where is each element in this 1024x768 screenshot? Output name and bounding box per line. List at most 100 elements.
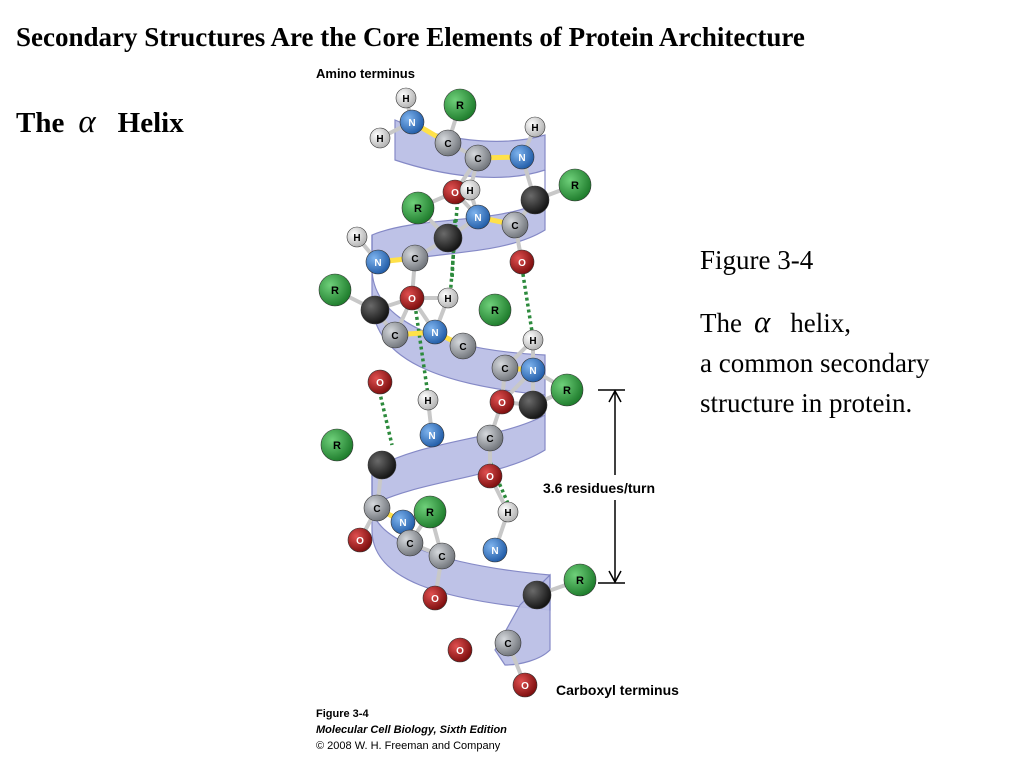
atom-label: N xyxy=(399,518,406,529)
nitrogen-atom: N xyxy=(419,422,445,448)
caption-figure-ref: Figure 3-4 xyxy=(700,245,814,275)
side-chain-group: R xyxy=(401,191,435,225)
atom-label: C xyxy=(444,139,451,150)
atom-label: C xyxy=(391,331,398,342)
carbon-atom: C xyxy=(428,542,456,570)
nitrogen-atom: N xyxy=(509,144,535,170)
atom-label: N xyxy=(374,258,381,269)
oxygen-atom: O xyxy=(399,285,425,311)
carbon-atom: C xyxy=(363,494,391,522)
hydrogen-atom: H xyxy=(522,329,544,351)
residues-per-turn-label: 3.6 residues/turn xyxy=(543,480,655,496)
atom-label: R xyxy=(414,203,422,215)
atom-label: N xyxy=(431,328,438,339)
nitrogen-atom: N xyxy=(399,109,425,135)
atom-label: H xyxy=(402,94,409,105)
atom-label: H xyxy=(531,123,538,134)
atom-label: O xyxy=(431,594,439,605)
side-chain-group: R xyxy=(550,373,584,407)
atom-label: C xyxy=(459,342,466,353)
atom-label: R xyxy=(331,285,339,297)
subtitle-prefix: The xyxy=(16,107,65,139)
carbon-atom: C xyxy=(449,332,477,360)
turn-bracket xyxy=(598,389,625,584)
alpha-carbon-atom xyxy=(367,450,397,480)
atom-label: O xyxy=(376,378,384,389)
hydrogen-atom: H xyxy=(369,127,391,149)
carbon-atom: C xyxy=(381,321,409,349)
oxygen-atom: O xyxy=(422,585,448,611)
atom-label: H xyxy=(376,134,383,145)
oxygen-atom: O xyxy=(477,463,503,489)
carbon-atom: C xyxy=(476,424,504,452)
atom-label: R xyxy=(491,305,499,317)
alpha-symbol: α xyxy=(78,104,96,140)
alpha-carbon-atom xyxy=(360,295,390,325)
atom-label: N xyxy=(408,118,415,129)
credit-book: Molecular Cell Biology, Sixth Edition xyxy=(316,724,507,736)
carbon-atom: C xyxy=(464,144,492,172)
atom-label: C xyxy=(438,552,445,563)
atom-label: N xyxy=(474,213,481,224)
atom-label: O xyxy=(518,258,526,269)
credit-figure: Figure 3-4 xyxy=(316,708,369,720)
figure-credit: Figure 3-4 Molecular Cell Biology, Sixth… xyxy=(316,706,507,754)
atom-label: C xyxy=(406,539,413,550)
carbon-atom: C xyxy=(396,529,424,557)
atom-label: N xyxy=(491,546,498,557)
alpha-carbon-atom xyxy=(522,580,552,610)
atom-label: H xyxy=(424,396,431,407)
nitrogen-atom: N xyxy=(422,319,448,345)
oxygen-atom: O xyxy=(509,249,535,275)
alpha-carbon-atom xyxy=(518,390,548,420)
hydrogen-atom: H xyxy=(459,179,481,201)
atom-label: O xyxy=(486,472,494,483)
atom-label: C xyxy=(373,504,380,515)
atom-label: H xyxy=(529,336,536,347)
oxygen-atom: O xyxy=(512,672,538,698)
atom-label: C xyxy=(486,434,493,445)
atom-label: H xyxy=(466,186,473,197)
side-chain-group: R xyxy=(320,428,354,462)
hydrogen-atom: H xyxy=(346,226,368,248)
carboxyl-terminus-label: Carboxyl terminus xyxy=(556,682,679,698)
atom-label: R xyxy=(333,440,341,452)
hydrogen-bond xyxy=(448,194,460,299)
atom-label: C xyxy=(501,364,508,375)
caption-alpha-symbol: α xyxy=(753,304,771,339)
side-chain-group: R xyxy=(478,293,512,327)
alpha-carbon-atom xyxy=(433,223,463,253)
caption-line-3: structure in protein. xyxy=(700,388,913,418)
side-chain-group: R xyxy=(318,273,352,307)
atom-label: O xyxy=(356,536,364,547)
atom-label: O xyxy=(521,681,529,692)
atom-label: C xyxy=(504,639,511,650)
hydrogen-atom: H xyxy=(497,501,519,523)
hydrogen-atom: H xyxy=(417,389,439,411)
side-chain-group: R xyxy=(558,168,592,202)
carbon-atom: C xyxy=(401,244,429,272)
nitrogen-atom: N xyxy=(390,509,416,535)
carbon-atom: C xyxy=(494,629,522,657)
nitrogen-atom: N xyxy=(465,204,491,230)
caption-prefix: The xyxy=(700,308,742,338)
atom-label: H xyxy=(353,233,360,244)
nitrogen-atom: N xyxy=(482,537,508,563)
ribbon-segment xyxy=(371,395,546,506)
side-chain-group: R xyxy=(443,88,477,122)
hydrogen-bond xyxy=(520,267,535,339)
credit-copyright: © 2008 W. H. Freeman and Company xyxy=(316,740,501,752)
hydrogen-atom: H xyxy=(395,87,417,109)
nitrogen-atom: N xyxy=(365,249,391,275)
amino-terminus-label: Amino terminus xyxy=(316,66,415,81)
caption-line-2: a common secondary xyxy=(700,348,930,378)
atom-label: O xyxy=(451,188,459,199)
nitrogen-atom: N xyxy=(520,357,546,383)
atom-label: N xyxy=(529,366,536,377)
atom-label: O xyxy=(456,646,464,657)
